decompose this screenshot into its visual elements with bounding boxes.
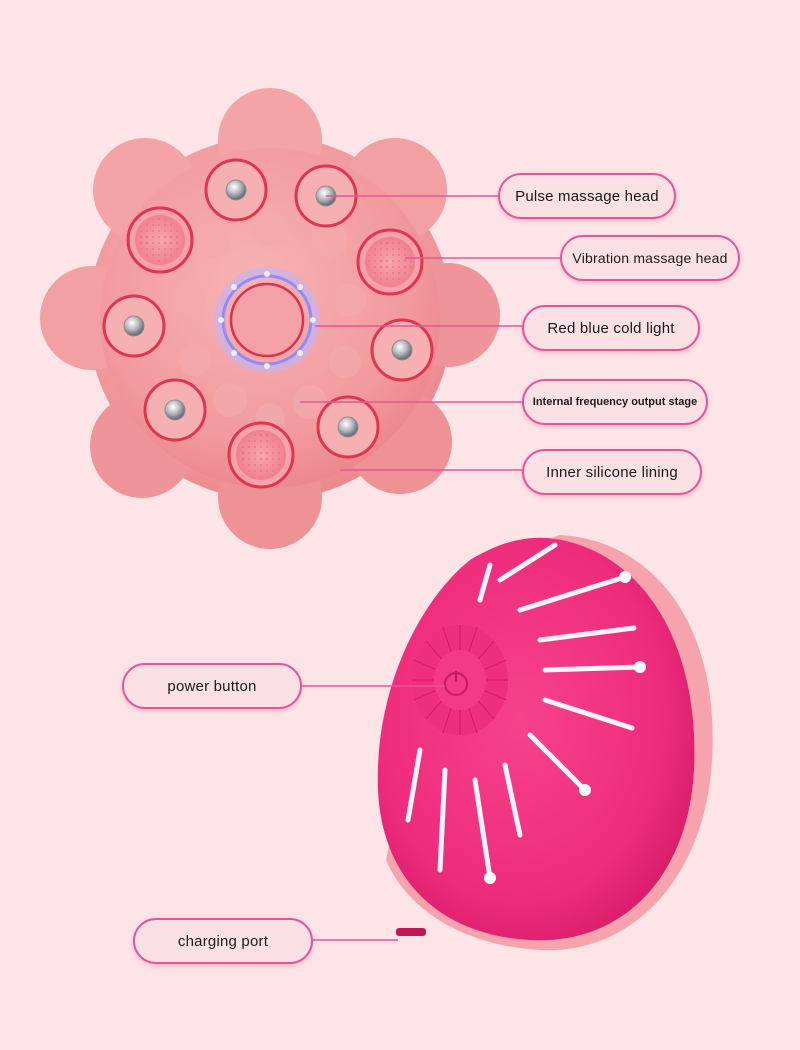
sunburst-hub bbox=[412, 625, 508, 735]
callout-power-button: power button bbox=[122, 663, 302, 709]
pulse-massage-head-4 bbox=[370, 318, 434, 382]
vibration-massage-head-1 bbox=[126, 206, 194, 274]
top-device bbox=[40, 88, 500, 549]
callout-pulse-massage-head: Pulse massage head bbox=[498, 173, 676, 219]
callout-internal-frequency-output-stage: Internal frequency output stage bbox=[522, 379, 708, 425]
vibration-massage-head-3 bbox=[227, 421, 295, 489]
callout-inner-silicone-lining: Inner silicone lining bbox=[522, 449, 702, 495]
callout-red-blue-cold-light: Red blue cold light bbox=[522, 305, 700, 351]
charging-port bbox=[396, 928, 426, 936]
rib-end-dots bbox=[484, 571, 646, 884]
callout-charging-port: charging port bbox=[133, 918, 313, 964]
red-blue-cold-light-ring bbox=[214, 267, 320, 373]
leader-lines bbox=[300, 195, 560, 941]
vibration-massage-head-2 bbox=[356, 228, 424, 296]
callout-vibration-massage-head: Vibration massage head bbox=[560, 235, 740, 281]
pulse-massage-head-5 bbox=[143, 378, 207, 442]
power-icon[interactable] bbox=[444, 671, 468, 696]
pulse-massage-head-3 bbox=[102, 294, 166, 358]
bottom-device bbox=[377, 535, 713, 951]
pulse-massage-head-1 bbox=[204, 158, 268, 222]
pulse-massage-head-6 bbox=[316, 395, 380, 459]
shell-ribs bbox=[405, 542, 643, 881]
